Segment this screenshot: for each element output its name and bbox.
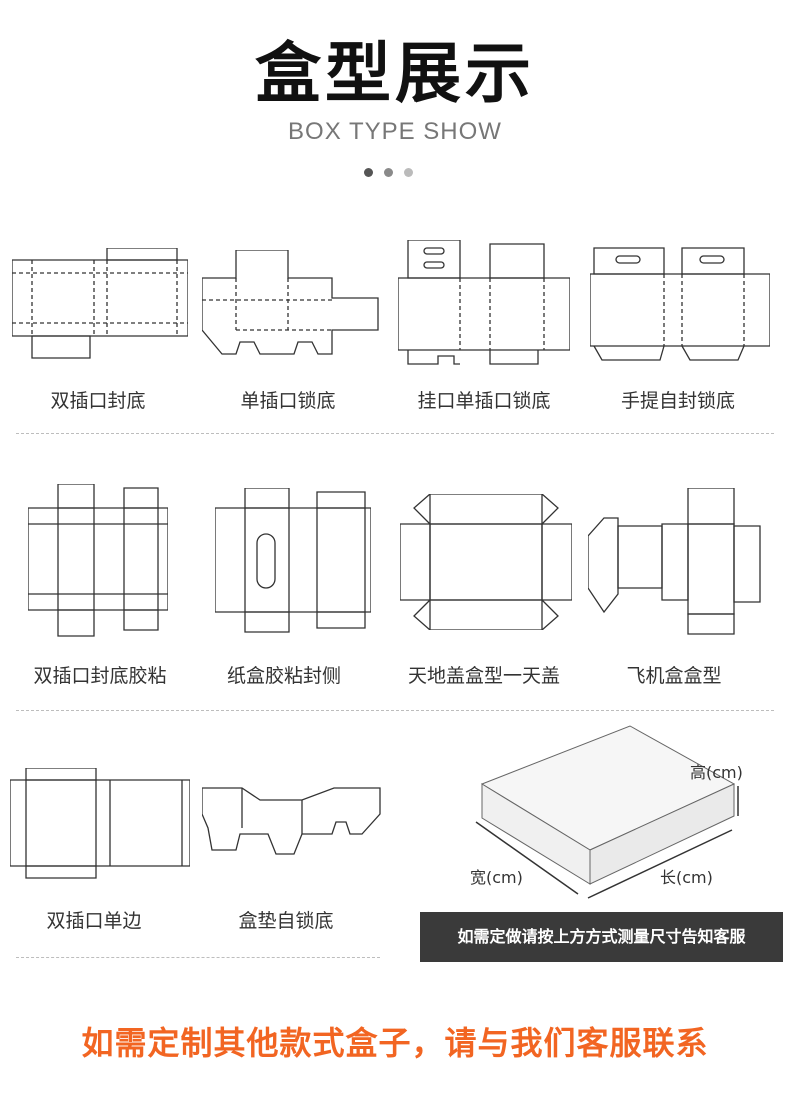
section-divider [16, 710, 774, 711]
double-tuck-single-side-icon [10, 768, 190, 882]
handle-self-lock-bottom-icon [590, 244, 770, 364]
dot-indicator [404, 168, 413, 177]
lid-base-box-icon [400, 494, 572, 630]
single-tuck-lock-bottom-icon [202, 250, 382, 358]
hanger-tuck-lock-bottom-icon [398, 240, 570, 366]
box-label: 纸盒胶粘封侧 [226, 665, 341, 687]
height-label: 高(cm) [690, 763, 743, 782]
box-label: 单插口锁底 [240, 390, 336, 412]
insert-self-lock-icon [202, 784, 382, 860]
dot-indicator [384, 168, 393, 177]
glued-side-box-icon [215, 488, 371, 634]
section-divider [16, 957, 380, 958]
mailer-box-icon [588, 488, 764, 636]
page-subtitle: BOX TYPE SHOW [288, 118, 502, 145]
double-tuck-box-icon [12, 248, 188, 360]
box-label: 天地盖盒型一天盖 [407, 665, 560, 687]
box-label: 手提自封锁底 [620, 390, 735, 412]
dot-indicator [364, 168, 373, 177]
measure-note-banner: 如需定做请按上方方式测量尺寸告知客服 [420, 912, 783, 962]
section-divider [16, 433, 774, 434]
double-tuck-glued-icon [28, 484, 168, 640]
page-title: 盒型展示 [255, 35, 535, 112]
box-label: 飞机盒盒型 [626, 665, 722, 687]
box-label: 双插口封底 [50, 390, 146, 412]
box-label: 挂口单插口锁底 [417, 390, 551, 412]
box-label: 双插口封底胶粘 [33, 665, 167, 687]
width-label: 宽(cm) [470, 868, 523, 887]
length-label: 长(cm) [660, 868, 713, 887]
box-label: 双插口单边 [46, 910, 142, 932]
box-dimension-icon [470, 720, 748, 906]
contact-cta: 如需定制其他款式盒子，请与我们客服联系 [81, 1024, 709, 1062]
box-label: 盒垫自锁底 [238, 910, 334, 932]
carousel-dots [364, 168, 424, 180]
